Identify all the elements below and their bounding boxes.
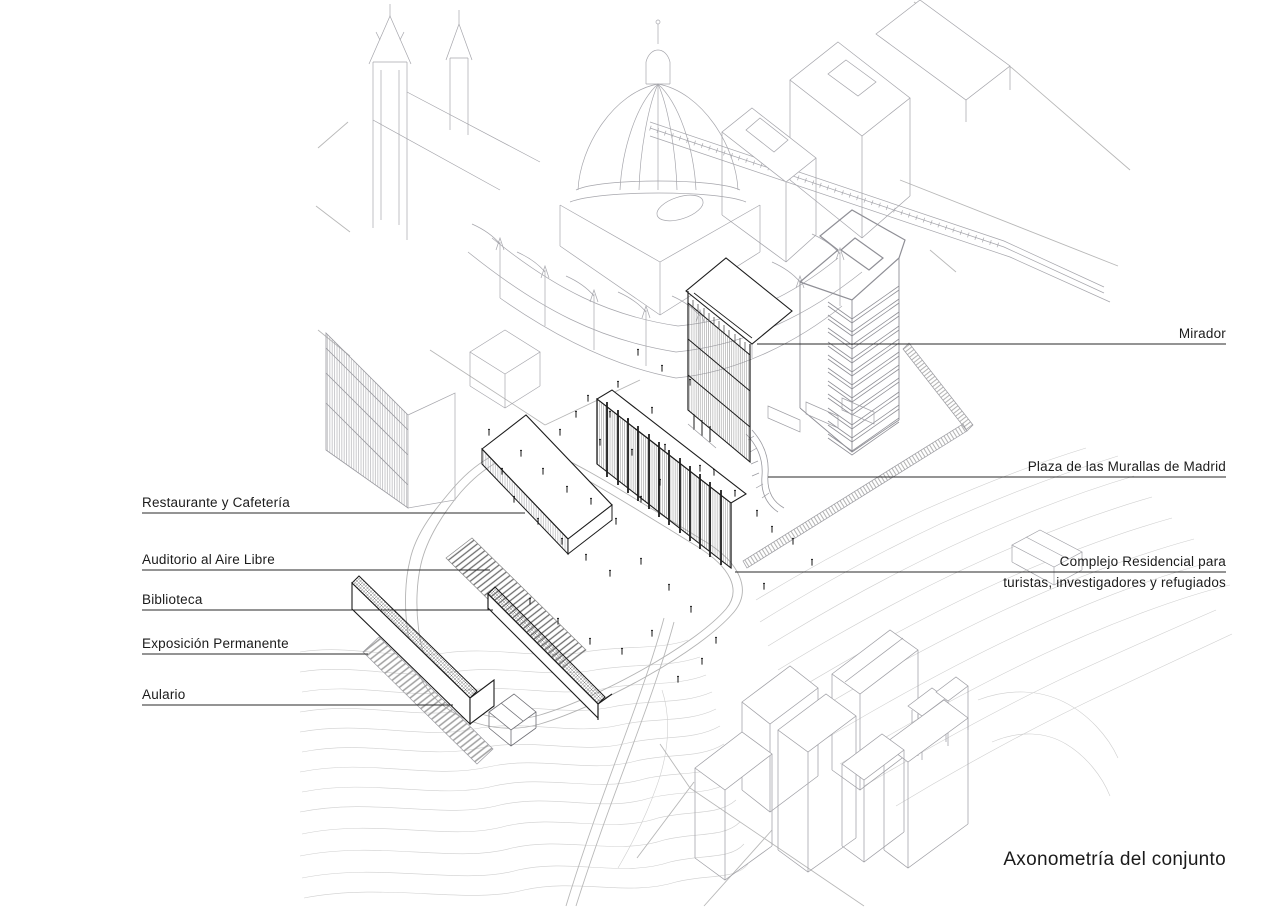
label-mirador: Mirador [1178,326,1226,341]
complejo-fins [606,402,722,565]
label-complejo-line2: turistas, investigadores y refugiados [1003,575,1226,590]
building-auditorio [445,537,587,671]
building-complejo-residencial [596,389,747,570]
label-restaurante: Restaurante y Cafetería [142,495,290,510]
aulario-pavilion [488,693,537,747]
label-biblioteca: Biblioteca [142,592,203,607]
label-aulario: Aulario [142,687,186,702]
label-complejo-line1: Complejo Residencial para [1059,554,1226,569]
mirador-mullions [692,300,746,350]
building-biblioteca [487,586,613,720]
label-exposicion: Exposición Permanente [142,636,289,651]
building-restaurante [481,414,613,556]
cathedral [368,4,863,379]
context-towers [694,629,969,881]
building-aulario-exposicion [351,575,537,765]
building-mirador [685,257,793,464]
label-plaza: Plaza de las Murallas de Madrid [1027,459,1226,474]
palace-blocks [721,0,1011,263]
drawing-title: Axonometría del conjunto [1003,849,1226,870]
leader-lines [142,343,1226,706]
contour-lines [299,447,1233,899]
label-auditorio: Auditorio al Aire Libre [142,552,275,567]
muralla-stairs [742,342,1083,586]
small-house [1011,529,1083,586]
stepped-tower [767,209,906,456]
louvered-wall [325,329,541,509]
